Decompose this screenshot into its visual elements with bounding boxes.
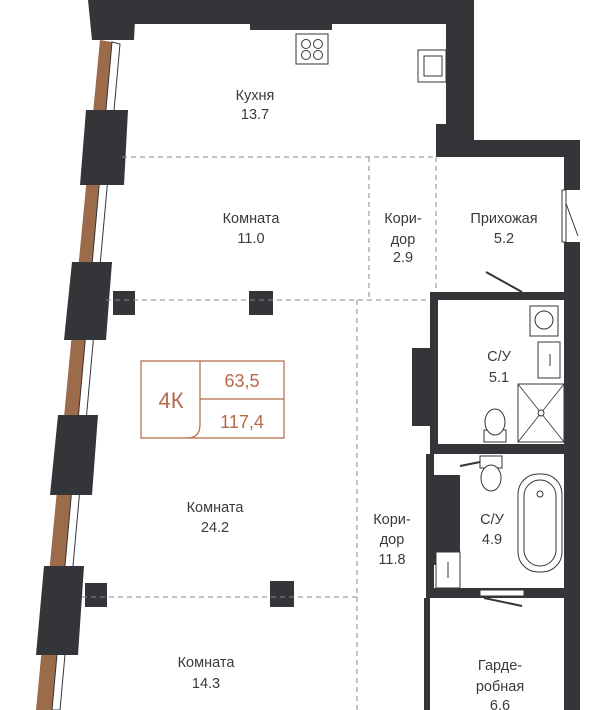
toilet-icon [483,408,507,443]
apartment-type: 4К [158,388,183,413]
room-name: С/У [480,512,505,528]
room-name: Комната [223,211,281,227]
room-bathroom-1: С/У 5.1 [487,349,512,386]
washing-machine-icon [537,341,561,379]
room-name: робная [476,679,524,695]
room-name: Кори- [373,512,411,528]
room-area: 2.9 [393,250,413,266]
walls [85,0,580,710]
room-corridor-1: Кори- дор 2.9 [384,211,422,266]
room-area: 5.1 [489,370,509,386]
room-name: С/У [487,349,512,365]
dashed-partitions [82,156,437,710]
room-area: 24.2 [201,520,229,536]
room-2: Комната 24.2 [187,500,245,536]
bathtub-icon [517,473,563,573]
room-wardrobe: Гарде- робная 6.6 [476,658,524,710]
shower-tray-icon [517,383,565,443]
entrance-door [561,189,579,243]
apartment-badge: 4К 63,5 117,4 [140,360,285,439]
room-area: 11.8 [378,552,405,568]
room-area: 14.3 [192,676,220,692]
room-area: 11.0 [237,231,264,247]
room-bathroom-2: С/У 4.9 [480,512,505,548]
room-area: 4.9 [482,532,502,548]
room-area: 5.2 [494,231,514,247]
room-name: Гарде- [478,658,522,674]
toilet-icon-2 [479,455,503,492]
washing-machine-icon-2 [435,551,461,589]
kitchen-sink-icon [417,49,447,83]
room-kitchen: Кухня 13.7 [236,88,275,123]
total-area: 117,4 [220,412,264,432]
room-name: Прихожая [470,211,537,227]
room-area: 13.7 [241,107,269,123]
room-1: Комната 11.0 [223,211,281,247]
room-name: Кори- [384,211,422,227]
room-name: Комната [178,655,236,671]
living-area: 63,5 [224,371,259,391]
room-corridor-2: Кори- дор 11.8 [373,512,411,568]
room-name: Комната [187,500,245,516]
stove-icon [295,33,329,65]
room-name: дор [391,232,416,248]
washbasin-icon [529,305,559,337]
room-hallway: Прихожая 5.2 [470,211,537,247]
room-3: Комната 14.3 [178,655,236,692]
room-name: дор [380,532,405,548]
room-area: 6.6 [490,698,510,710]
room-name: Кухня [236,88,275,104]
facade-columns [36,0,136,655]
